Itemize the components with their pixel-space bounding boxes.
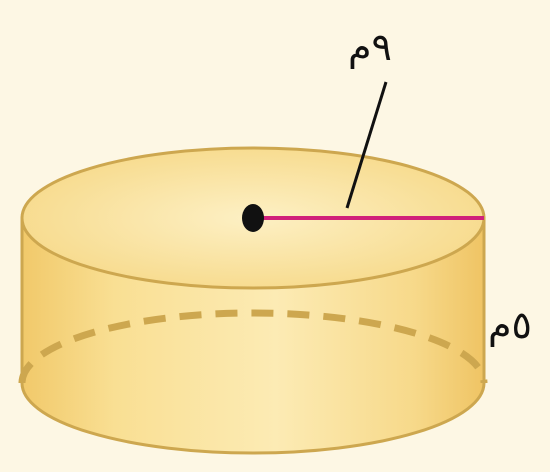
leader-line — [345, 81, 388, 209]
height-label: ٥م — [488, 303, 532, 347]
radius-label: ٩م — [348, 25, 392, 69]
center-point — [242, 204, 264, 232]
bottom-hidden-edge — [18, 309, 488, 384]
